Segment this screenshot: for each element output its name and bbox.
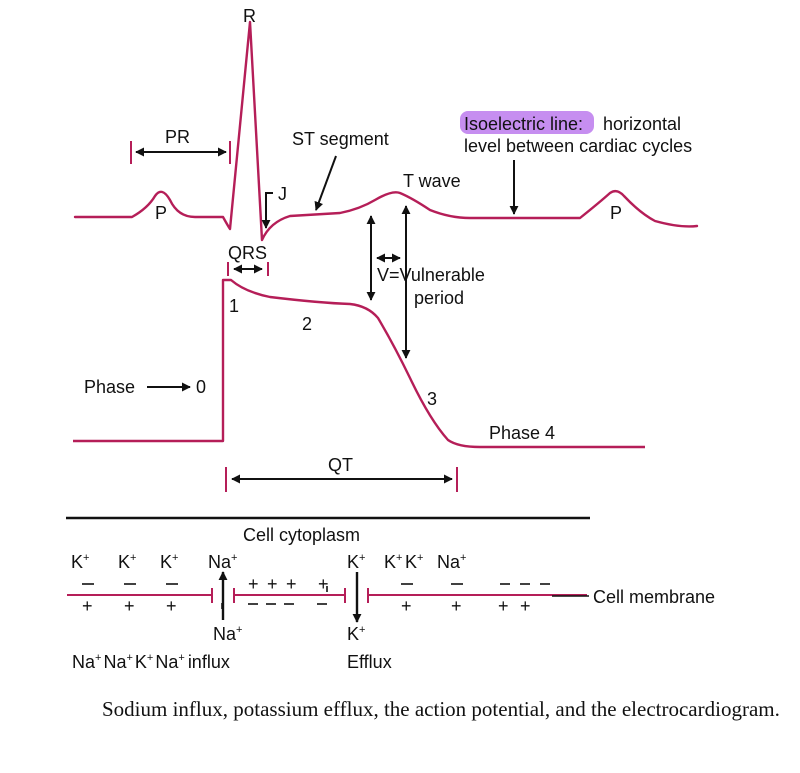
phase2-label: 2 [302, 314, 312, 334]
isoelectric-highlight [460, 111, 594, 134]
ion-na-bottom: Na+ [213, 624, 242, 644]
plus-sign-6: + [286, 574, 297, 594]
membrane-charge-signs [82, 583, 550, 609]
plus-sign-1: + [82, 596, 93, 616]
phase0-label: 0 [196, 377, 206, 397]
phase4-label: Phase 4 [489, 423, 555, 443]
plus-sign-7: + [318, 574, 329, 594]
plus-sign-8: + [401, 596, 412, 616]
t-wave-label: T wave [403, 171, 461, 191]
isoelectric-term: Isoelectric line: [464, 114, 583, 134]
plus-sign-10: + [498, 596, 509, 616]
plus-sign-5: + [267, 574, 278, 594]
figure-caption: Sodium influx, potassium efflux, the act… [102, 697, 780, 721]
efflux-label: Efflux [347, 652, 392, 672]
isoelectric-definition-line1: horizontal [603, 114, 681, 134]
cell-membrane-label: Cell membrane [593, 587, 715, 607]
ion-k-bottom: K+ [347, 624, 365, 644]
ion-k-top-6: K+ [405, 552, 423, 572]
action-potential-trace [73, 278, 645, 449]
cell-cytoplasm-label: Cell cytoplasm [243, 525, 360, 545]
isoelectric-definition-line2: level between cardiac cycles [464, 136, 692, 156]
vulnerable-period-label-line1: V=Vulnerable [377, 265, 485, 285]
influx-label: Na+Na+K+Na+influx [72, 652, 230, 672]
j-point-pointer [261, 192, 273, 229]
phase3-label: 3 [427, 389, 437, 409]
st-segment-label: ST segment [292, 129, 389, 149]
ion-na-top: Na+ [208, 552, 237, 572]
vulnerable-period-label-line2: period [414, 288, 464, 308]
cell-membrane [67, 588, 587, 603]
plus-sign-3: + [166, 596, 177, 616]
p-wave-label-left: P [155, 203, 167, 223]
phase1-label: 1 [229, 296, 239, 316]
ion-k-top-4: K+ [347, 552, 365, 572]
qt-interval-label: QT [328, 455, 353, 475]
r-wave-label: R [243, 6, 256, 26]
qrs-label: QRS [228, 243, 267, 263]
pr-interval-label: PR [165, 127, 190, 147]
st-segment-arrow [314, 155, 337, 211]
phase-label: Phase [84, 377, 135, 397]
ion-k-top-2: K+ [118, 552, 136, 572]
p-wave-label-right: P [610, 203, 622, 223]
ion-k-top-1: K+ [71, 552, 89, 572]
ion-k-top-5: K+ [384, 552, 402, 572]
ion-k-top-3: K+ [160, 552, 178, 572]
plus-sign-11: + [520, 596, 531, 616]
j-point-label: J [278, 184, 287, 204]
plus-sign-9: + [451, 596, 462, 616]
plus-sign-4: + [248, 574, 259, 594]
ion-na-top-right: Na+ [437, 552, 466, 572]
plus-sign-2: + [124, 596, 135, 616]
ecg-trace [73, 20, 699, 242]
